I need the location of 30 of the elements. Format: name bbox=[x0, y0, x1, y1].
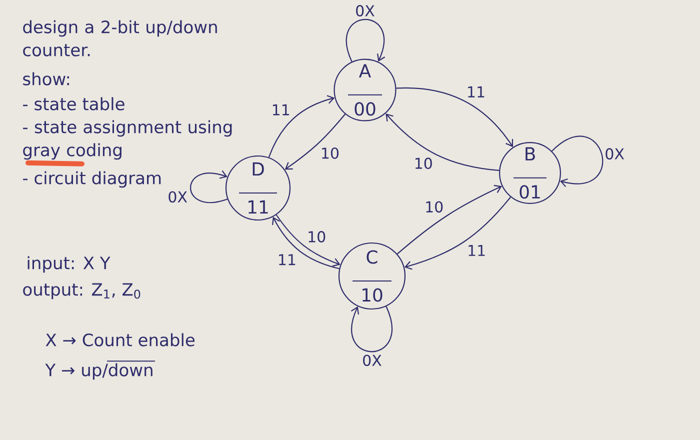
self-loop-arrow bbox=[350, 306, 392, 352]
note-text: Y → up/down bbox=[45, 363, 152, 380]
edge-label: 11 bbox=[272, 104, 289, 116]
self-loop-arrow bbox=[190, 170, 228, 203]
self-loop-arrow bbox=[552, 136, 604, 188]
arrow bbox=[386, 114, 500, 171]
edge-label: 10 bbox=[426, 201, 443, 213]
arrow bbox=[396, 87, 514, 148]
arrow bbox=[396, 184, 502, 254]
edge-label: 0X bbox=[363, 354, 382, 366]
note-text: show: bbox=[23, 72, 69, 86]
self-loop-arrow bbox=[346, 18, 386, 62]
edge-label: 11 bbox=[279, 254, 296, 266]
arrow bbox=[404, 196, 511, 270]
edge-label: 10 bbox=[322, 148, 339, 159]
edge-label: 11 bbox=[468, 245, 485, 256]
list-item: - circuit diagram bbox=[23, 171, 161, 188]
note-text: input: X Y bbox=[28, 256, 110, 273]
edge-label: 0X bbox=[606, 148, 624, 160]
edge-label: 0X bbox=[168, 191, 188, 203]
arrow bbox=[268, 95, 335, 158]
heading-text: design a 2-bit up/down counter. bbox=[23, 20, 217, 56]
edge-label: 0X bbox=[356, 5, 374, 16]
list-item: - state table bbox=[23, 97, 124, 110]
edge-label: 10 bbox=[415, 158, 432, 169]
edge-label: 10 bbox=[308, 231, 326, 242]
arrow bbox=[284, 114, 346, 170]
edge-label: 11 bbox=[468, 86, 484, 98]
note-text: output: Z$_{1}$, Z$_{0}$ bbox=[23, 283, 140, 300]
note-text: X → Count enable bbox=[46, 333, 195, 346]
